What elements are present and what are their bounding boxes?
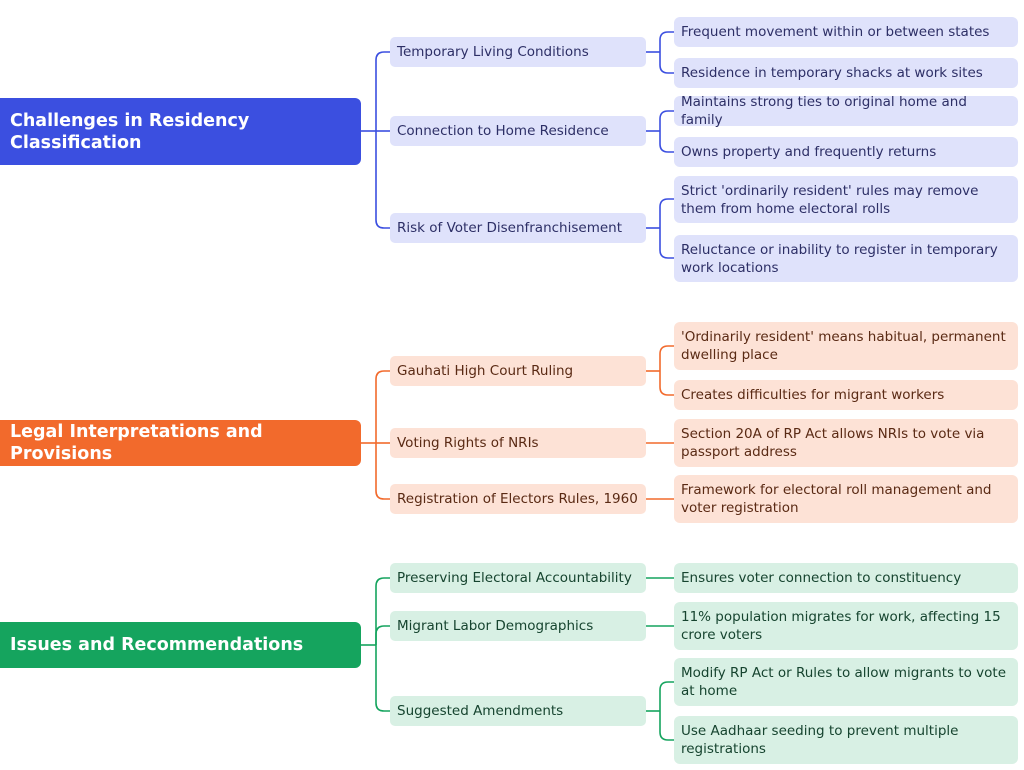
node-gauhati-ruling[interactable]: Gauhati High Court Ruling xyxy=(390,356,646,386)
leaf-aadhaar-seeding[interactable]: Use Aadhaar seeding to prevent multiple … xyxy=(674,716,1018,764)
leaf-modify-rp-act[interactable]: Modify RP Act or Rules to allow migrants… xyxy=(674,658,1018,706)
leaf-strict-rules[interactable]: Strict 'ordinarily resident' rules may r… xyxy=(674,176,1018,223)
leaf-ordinarily-resident[interactable]: 'Ordinarily resident' means habitual, pe… xyxy=(674,322,1018,370)
node-nri-voting[interactable]: Voting Rights of NRIs xyxy=(390,428,646,458)
node-risk-disenfranchisement[interactable]: Risk of Voter Disenfranchisement xyxy=(390,213,646,243)
leaf-owns-property[interactable]: Owns property and frequently returns xyxy=(674,137,1018,167)
leaf-reluctance-register[interactable]: Reluctance or inability to register in t… xyxy=(674,235,1018,282)
leaf-section-20a[interactable]: Section 20A of RP Act allows NRIs to vot… xyxy=(674,419,1018,467)
leaf-strong-ties[interactable]: Maintains strong ties to original home a… xyxy=(674,94,1018,128)
root-node-challenges[interactable]: Challenges in Residency Classification xyxy=(0,98,361,165)
leaf-voter-connection[interactable]: Ensures voter connection to constituency xyxy=(674,563,1018,593)
root-node-legal[interactable]: Legal Interpretations and Provisions xyxy=(0,420,361,466)
leaf-frequent-movement[interactable]: Frequent movement within or between stat… xyxy=(674,17,1018,47)
connectors-issues xyxy=(361,577,674,741)
connectors-legal xyxy=(361,345,674,500)
leaf-population-migrates[interactable]: 11% population migrates for work, affect… xyxy=(674,602,1018,650)
node-electors-rules[interactable]: Registration of Electors Rules, 1960 xyxy=(390,484,646,514)
node-migrant-demographics[interactable]: Migrant Labor Demographics xyxy=(390,611,646,641)
connectors-challenges xyxy=(361,31,674,259)
leaf-framework-electoral[interactable]: Framework for electoral roll management … xyxy=(674,475,1018,523)
node-temporary-living[interactable]: Temporary Living Conditions xyxy=(390,37,646,67)
node-electoral-accountability[interactable]: Preserving Electoral Accountability xyxy=(390,563,646,593)
leaf-migrant-difficulties[interactable]: Creates difficulties for migrant workers xyxy=(674,380,1018,410)
node-connection-home[interactable]: Connection to Home Residence xyxy=(390,116,646,146)
node-suggested-amendments[interactable]: Suggested Amendments xyxy=(390,696,646,726)
root-node-issues[interactable]: Issues and Recommendations xyxy=(0,622,361,668)
leaf-temporary-shacks[interactable]: Residence in temporary shacks at work si… xyxy=(674,58,1018,88)
